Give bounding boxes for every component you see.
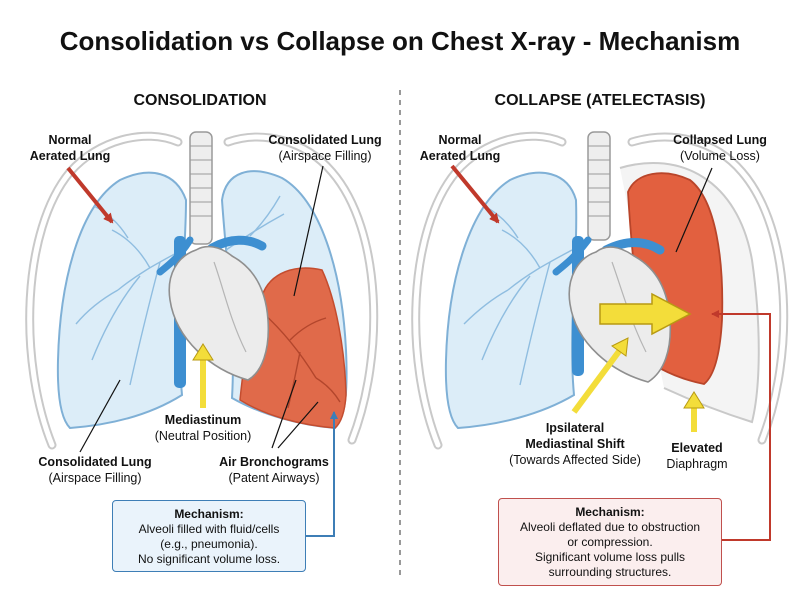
air-bronchogram-leader-2: [277, 401, 319, 449]
left-mechanism-connector: [306, 411, 338, 537]
left-consolidated-top-label: Consolidated Lung(Airspace Filling): [268, 133, 382, 163]
right-mechanism-connector: [711, 310, 771, 541]
left-trachea: [189, 131, 213, 245]
air-bronchograms-label: Air Bronchograms(Patent Airways): [219, 455, 329, 485]
mediastinum-label: Mediastinum(Neutral Position): [154, 413, 252, 443]
page-title: Consolidation vs Collapse on Chest X-ray…: [59, 26, 741, 56]
consolidation-heading: CONSOLIDATION: [133, 92, 267, 109]
collapsed-lung-leader: [675, 167, 713, 253]
right-normal-lung-arrow: [450, 164, 500, 224]
left-consolidation-leader: [293, 165, 324, 297]
left-thorax: [25, 131, 379, 450]
mediastinal-shift-arrow: [599, 292, 692, 336]
collapse-mechanism-box: Mechanism: Alveoli deflated due to obstr…: [498, 498, 722, 586]
air-bronchogram-leader-1: [271, 379, 297, 449]
left-consolidated-bottom-leader: [79, 379, 121, 453]
collapse-heading: COLLAPSE (ATELECTASIS): [494, 92, 706, 109]
mediastinal-shift-label: Ipsilateral Mediastinal Shift (Towards A…: [509, 421, 641, 467]
right-trachea: [587, 131, 611, 241]
collapsed-lung-label: Collapsed Lung(Volume Loss): [673, 133, 767, 163]
consolidation-mechanism-box: Mechanism: Alveoli filled with fluid/cel…: [112, 500, 306, 572]
left-normal-lung-arrow: [66, 166, 114, 224]
left-consolidated-bottom-label: Consolidated Lung(Airspace Filling): [38, 455, 152, 485]
left-air-bronchograms: [261, 311, 341, 409]
right-normal-lung: [444, 171, 578, 430]
